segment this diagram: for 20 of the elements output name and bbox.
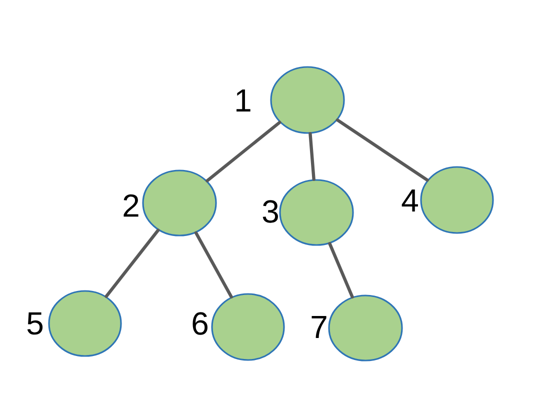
connector-line [328,242,354,298]
connector-line [194,231,233,298]
node-number: 3 [262,200,278,223]
connector-line [336,118,429,182]
node-number: 5 [27,312,43,335]
connector-line [206,120,282,182]
ellipse-node [270,66,345,134]
node-number: 7 [312,316,326,338]
ellipse-node [142,170,217,236]
ellipse-node [211,293,285,361]
connector-line [104,228,160,298]
node-number: 6 [192,312,208,335]
ellipse-node [420,166,494,234]
node-number: 1 [236,90,250,112]
connector-line [308,132,316,181]
ellipse-node [48,290,122,357]
node-number: 2 [124,194,138,217]
node-number: 4 [402,190,418,212]
ellipse-node [279,179,354,246]
ellipse-node [328,294,403,362]
